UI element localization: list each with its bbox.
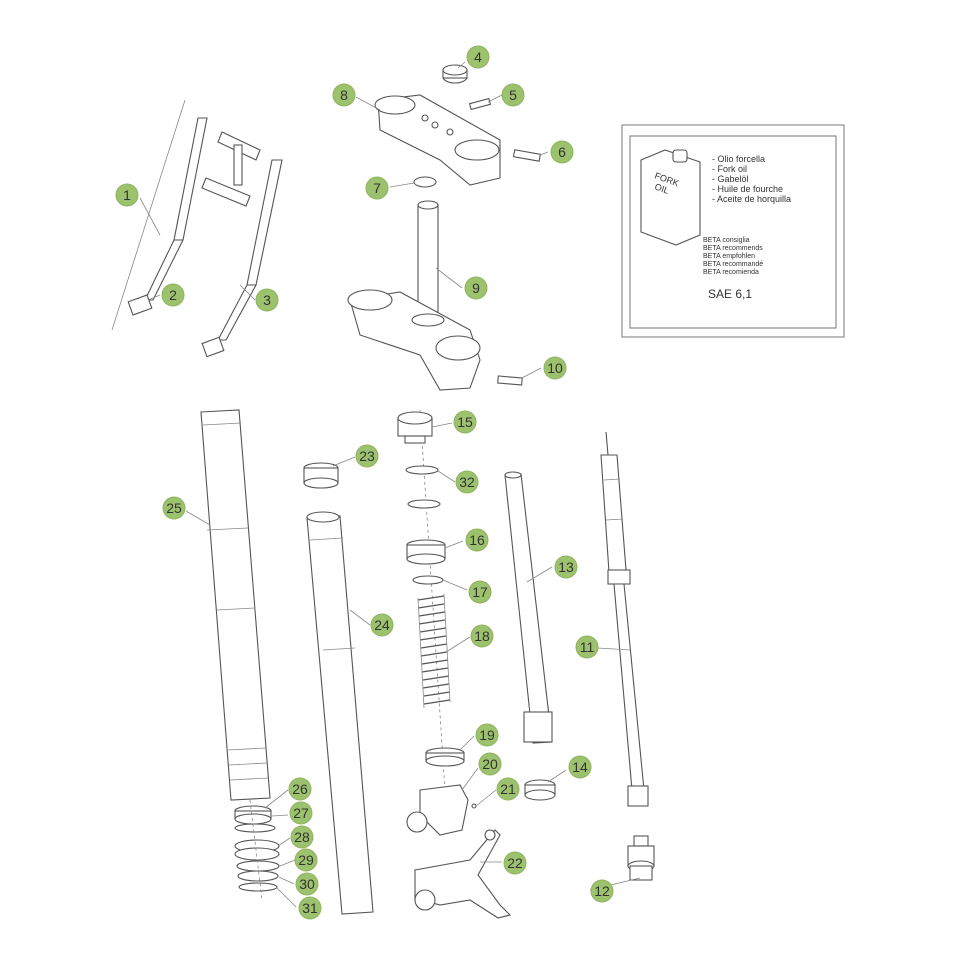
svg-text:15: 15 xyxy=(457,414,473,430)
callout-20: 20 xyxy=(478,752,502,776)
callout-10: 10 xyxy=(543,356,567,380)
callout-2: 2 xyxy=(161,283,185,307)
svg-text:23: 23 xyxy=(359,448,375,464)
recommend-it: BETA consiglia xyxy=(703,237,750,244)
recommend-es: BETA recomienda xyxy=(703,269,759,276)
svg-text:4: 4 xyxy=(474,49,482,65)
svg-text:30: 30 xyxy=(299,876,315,892)
svg-text:11: 11 xyxy=(580,639,595,655)
svg-text:13: 13 xyxy=(558,559,574,575)
svg-text:28: 28 xyxy=(294,829,310,845)
damper-rod xyxy=(600,431,649,807)
recommend-fr: BETA recommandé xyxy=(703,261,763,268)
svg-text:31: 31 xyxy=(302,900,318,916)
svg-text:14: 14 xyxy=(572,759,588,775)
svg-text:6: 6 xyxy=(558,144,566,160)
lock-nut xyxy=(524,779,556,801)
svg-text:1: 1 xyxy=(123,187,131,203)
oil-name-de: - Gabelöl xyxy=(712,174,749,184)
callout-9: 9 xyxy=(464,276,488,300)
callout-21: 21 xyxy=(496,777,520,801)
oil-grade: SAE 6,1 xyxy=(708,287,752,301)
callout-11: 11 xyxy=(575,635,599,659)
recommend-en: BETA recommends xyxy=(703,245,763,252)
seal-stack xyxy=(234,799,280,901)
recommend-de: BETA empfohlen xyxy=(703,253,755,260)
callout-29: 29 xyxy=(294,848,318,872)
svg-text:8: 8 xyxy=(340,87,348,103)
callout-17: 17 xyxy=(468,580,492,604)
callout-24: 24 xyxy=(370,613,394,637)
callout-8: 8 xyxy=(332,83,356,107)
callout-26: 26 xyxy=(288,777,312,801)
callout-5: 5 xyxy=(501,83,525,107)
upper-triple-clamp xyxy=(374,64,541,188)
callout-22: 22 xyxy=(503,851,527,875)
callout-13: 13 xyxy=(554,555,578,579)
callout-32: 32 xyxy=(455,470,479,494)
svg-text:5: 5 xyxy=(509,87,517,103)
svg-text:24: 24 xyxy=(374,617,390,633)
svg-text:3: 3 xyxy=(263,292,271,308)
callout-18: 18 xyxy=(470,624,494,648)
callout-28: 28 xyxy=(290,825,314,849)
callout-3: 3 xyxy=(255,288,279,312)
inner-tube xyxy=(303,462,374,915)
callout-23: 23 xyxy=(355,444,379,468)
svg-text:16: 16 xyxy=(469,532,485,548)
oil-name-es: - Aceite de horquilla xyxy=(712,194,791,204)
base-valve xyxy=(627,835,655,881)
cartridge-stack xyxy=(397,409,512,919)
lower-triple-clamp xyxy=(347,200,523,391)
oil-can-icon xyxy=(640,149,701,246)
svg-text:2: 2 xyxy=(169,287,177,303)
callout-14: 14 xyxy=(568,755,592,779)
svg-text:10: 10 xyxy=(547,360,563,376)
svg-text:17: 17 xyxy=(472,584,488,600)
svg-text:32: 32 xyxy=(459,474,475,490)
svg-text:27: 27 xyxy=(293,805,309,821)
outer-tube xyxy=(200,409,271,801)
svg-text:22: 22 xyxy=(507,855,523,871)
oil-name-en: - Fork oil xyxy=(712,164,747,174)
svg-text:26: 26 xyxy=(292,781,308,797)
svg-text:9: 9 xyxy=(472,280,480,296)
svg-text:19: 19 xyxy=(479,727,495,743)
svg-text:20: 20 xyxy=(482,756,498,772)
can-label-line2: OIL xyxy=(653,181,670,195)
oil-name-fr: - Huile de fourche xyxy=(712,184,783,194)
svg-text:12: 12 xyxy=(594,883,610,899)
svg-text:21: 21 xyxy=(500,781,516,797)
svg-text:18: 18 xyxy=(474,628,490,644)
callout-16: 16 xyxy=(465,528,489,552)
callout-1: 1 xyxy=(115,183,139,207)
callout-27: 27 xyxy=(289,801,313,825)
callout-6: 6 xyxy=(550,140,574,164)
callout-7: 7 xyxy=(365,176,389,200)
svg-text:29: 29 xyxy=(298,852,314,868)
fork-assembly-overview xyxy=(111,99,283,358)
callout-15: 15 xyxy=(453,410,477,434)
oil-name-it: - Olio forcella xyxy=(712,154,765,164)
callout-31: 31 xyxy=(298,896,322,920)
callout-30: 30 xyxy=(295,872,319,896)
callout-25: 25 xyxy=(162,496,186,520)
svg-text:25: 25 xyxy=(166,500,182,516)
fork-oil-info-box: FORK OIL - Olio forcella - Fork oil - Ga… xyxy=(621,124,845,338)
callout-19: 19 xyxy=(475,723,499,747)
svg-text:7: 7 xyxy=(373,180,381,196)
callout-12: 12 xyxy=(590,879,614,903)
callout-4: 4 xyxy=(466,45,490,69)
leader-lines xyxy=(139,61,641,908)
cartridge-tube xyxy=(504,471,553,744)
